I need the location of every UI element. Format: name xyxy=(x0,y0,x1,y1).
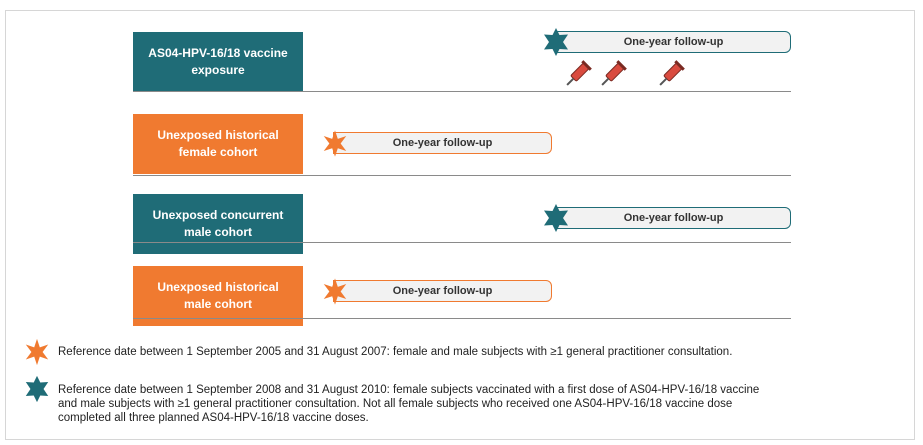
cohort-label-line1: Unexposed concurrent xyxy=(152,208,284,222)
orange-star-icon xyxy=(323,130,347,157)
syringe-icon xyxy=(659,60,685,86)
cohort-label-line2: male cohort xyxy=(183,225,252,239)
legend-item-orange: Reference date between 1 September 2005 … xyxy=(22,338,917,366)
teal-star-icon xyxy=(544,204,568,232)
legend-text: Reference date between 1 September 2008 … xyxy=(58,383,759,425)
followup-label: One-year follow-up xyxy=(623,36,724,48)
cohort-label-line2: male cohort xyxy=(183,297,252,311)
cohort-label-historical-female: Unexposed historical female cohort xyxy=(133,114,303,174)
legend-text-line2: and male subjects with ≥1 general practi… xyxy=(58,398,733,410)
cohort-label-concurrent-male: Unexposed concurrent male cohort xyxy=(133,194,303,254)
syringe-icon xyxy=(566,60,592,86)
followup-bar: One-year follow-up xyxy=(333,280,552,302)
followup-bar: One-year follow-up xyxy=(333,132,552,154)
cohort-label-vaccine-exposure: AS04-HPV-16/18 vaccine exposure xyxy=(133,32,303,92)
cohort-label-line2: exposure xyxy=(191,63,245,77)
followup-bar: One-year follow-up xyxy=(556,207,791,229)
teal-star-icon xyxy=(544,28,568,56)
legend-item-teal: Reference date between 1 September 2008 … xyxy=(22,375,917,435)
followup-label: One-year follow-up xyxy=(392,137,493,149)
cohort-label-line2: female cohort xyxy=(178,145,258,159)
legend-text: Reference date between 1 September 2005 … xyxy=(58,346,733,358)
figure-frame xyxy=(5,10,915,440)
syringe-icon xyxy=(601,60,627,86)
timeline-baseline xyxy=(133,91,791,92)
cohort-label-historical-male: Unexposed historical male cohort xyxy=(133,266,303,326)
orange-star-icon xyxy=(25,338,49,366)
legend-text-line3: completed all three planned AS04-HPV-16/… xyxy=(58,412,369,424)
cohort-label-line1: Unexposed historical xyxy=(157,280,279,294)
followup-label: One-year follow-up xyxy=(392,285,493,297)
legend-text-line1: Reference date between 1 September 2008 … xyxy=(58,384,760,396)
followup-bar: One-year follow-up xyxy=(556,31,791,53)
followup-label: One-year follow-up xyxy=(623,212,724,224)
orange-star-icon xyxy=(323,278,347,305)
timeline-baseline xyxy=(133,318,791,319)
teal-star-icon xyxy=(25,375,49,403)
timeline-baseline xyxy=(133,242,791,243)
cohort-label-line1: AS04-HPV-16/18 vaccine xyxy=(148,46,288,60)
timeline-baseline xyxy=(133,175,791,176)
cohort-label-line1: Unexposed historical xyxy=(157,128,279,142)
